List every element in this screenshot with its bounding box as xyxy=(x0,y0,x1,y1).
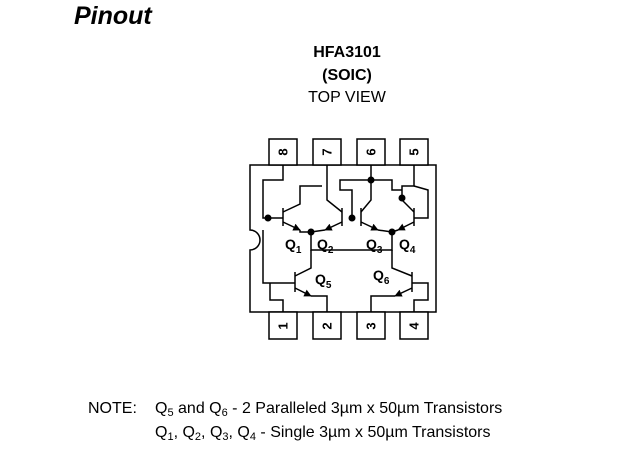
pin-1-label: 1 xyxy=(276,322,291,329)
pin-4-label: 4 xyxy=(407,322,422,330)
note-label: NOTE: xyxy=(88,400,137,417)
pin-3-label: 3 xyxy=(364,322,379,329)
junction-dots xyxy=(264,176,406,236)
label-q2: Q2 xyxy=(317,236,334,256)
bottom-pins: 1 2 3 4 xyxy=(268,311,429,340)
top-pins: 8 7 6 5 xyxy=(268,138,429,166)
pin-4-box xyxy=(399,311,429,340)
package-type: (SOIC) xyxy=(322,67,372,84)
note-line-1: Q5 and Q6 - 2 Paralleled 3µm x 50µm Tran… xyxy=(155,400,503,419)
circuit-wiring xyxy=(262,165,429,312)
label-q6: Q6 xyxy=(373,267,390,287)
pin-5-label: 5 xyxy=(407,148,422,155)
pin-2-box xyxy=(312,311,342,340)
label-q4: Q4 xyxy=(399,236,416,256)
part-number: HFA3101 xyxy=(313,44,381,61)
note-line-2: Q1, Q2, Q3, Q4 - Single 3µm x 50µm Trans… xyxy=(155,424,491,443)
pin-6-label: 6 xyxy=(364,148,379,155)
label-q1: Q1 xyxy=(285,236,302,256)
pin-8-box xyxy=(268,138,298,166)
label-q3: Q3 xyxy=(366,236,383,256)
package-outline xyxy=(249,164,437,313)
pin-2-label: 2 xyxy=(320,322,335,329)
section-heading: Pinout xyxy=(74,2,152,30)
pin-7-label: 7 xyxy=(320,148,335,155)
view-label: TOP VIEW xyxy=(308,89,386,106)
transistor-labels: Q1 Q2 Q3 Q4 Q5 Q6 xyxy=(285,236,416,291)
label-q5: Q5 xyxy=(315,271,332,291)
pin-8-label: 8 xyxy=(276,148,291,155)
